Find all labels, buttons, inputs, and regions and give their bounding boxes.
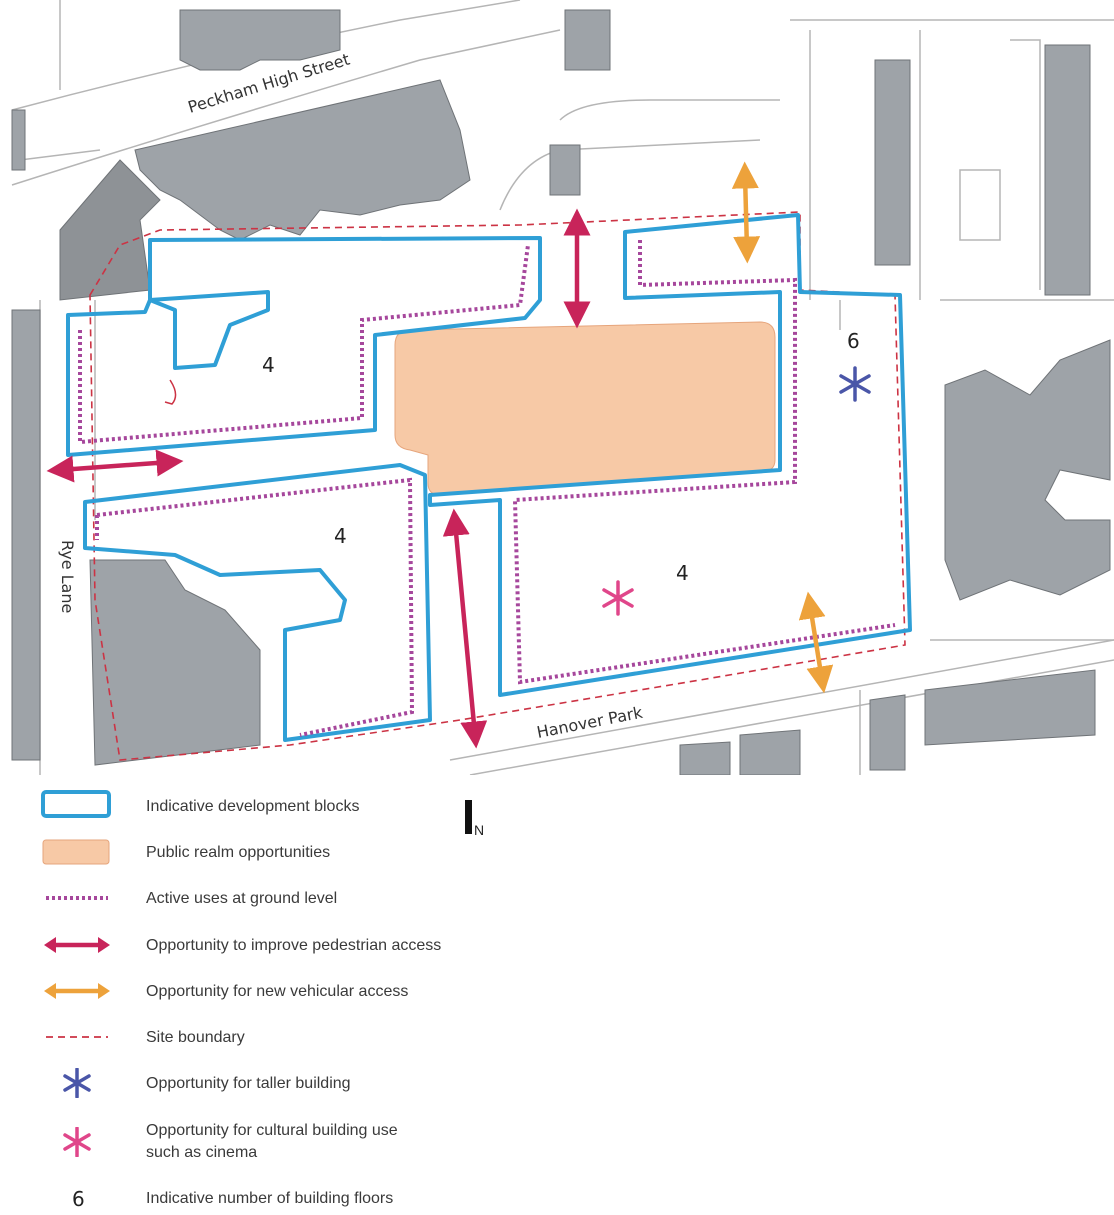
- blue-asterisk-icon: [63, 1068, 91, 1098]
- floor-label-south-east: 4: [676, 561, 689, 585]
- block-north-west: [66, 236, 542, 457]
- legend-label-development-blocks: Indicative development blocks: [146, 798, 360, 815]
- development-block-swatch: [41, 790, 111, 818]
- legend-label-floors: Indicative number of building floors: [146, 1190, 394, 1207]
- legend-label-cultural-building: Opportunity for cultural building use: [146, 1122, 398, 1139]
- vehicular-arrow-icon: [44, 983, 110, 999]
- pink-asterisk-icon: [63, 1127, 91, 1157]
- cultural-building-asterisk: [602, 580, 634, 616]
- legend-label-taller-building: Opportunity for taller building: [146, 1075, 351, 1092]
- development-blocks: [66, 213, 912, 742]
- public-realm-area: [394, 321, 776, 496]
- north-arrow-icon: [465, 800, 472, 834]
- legend-label-pedestrian-access: Opportunity to improve pedestrian access: [146, 937, 442, 954]
- legend-label-public-realm: Public realm opportunities: [146, 844, 331, 861]
- site-boundary: [89, 211, 906, 761]
- vehicular-access-arrows: [731, 161, 834, 694]
- legend-label-vehicular-access: Opportunity for new vehicular access: [146, 983, 409, 1000]
- pedestrian-access-arrows: [46, 208, 591, 749]
- street-label-rye-lane: Rye Lane: [58, 540, 77, 613]
- block-east: [428, 213, 912, 697]
- north-arrow-label: N: [474, 822, 485, 838]
- legend-label-active-uses: Active uses at ground level: [146, 890, 338, 907]
- site-map: 4 6 4 4 Peckham High Street Rye Lane Han…: [11, 0, 1114, 775]
- pedestrian-arrow-icon: [44, 937, 110, 953]
- street-outlines: [11, 0, 1114, 775]
- existing-buildings: [11, 9, 1111, 775]
- public-realm-swatch: [42, 839, 110, 865]
- block-south-west: [83, 463, 432, 742]
- floor-label-north-west: 4: [262, 353, 275, 377]
- site-boundary-line-icon: [46, 1036, 108, 1038]
- legend: Indicative development blocks Public rea…: [0, 775, 1114, 1215]
- active-uses-line-icon: [46, 896, 108, 900]
- active-uses: [78, 240, 896, 737]
- floor-label-south-west: 4: [334, 524, 347, 548]
- floor-label-east: 6: [847, 329, 860, 353]
- legend-label-site-boundary: Site boundary: [146, 1029, 245, 1046]
- legend-label-cultural-building-line2: such as cinema: [146, 1144, 258, 1161]
- floor-number-example: 6: [72, 1187, 85, 1211]
- taller-building-asterisk: [839, 366, 871, 402]
